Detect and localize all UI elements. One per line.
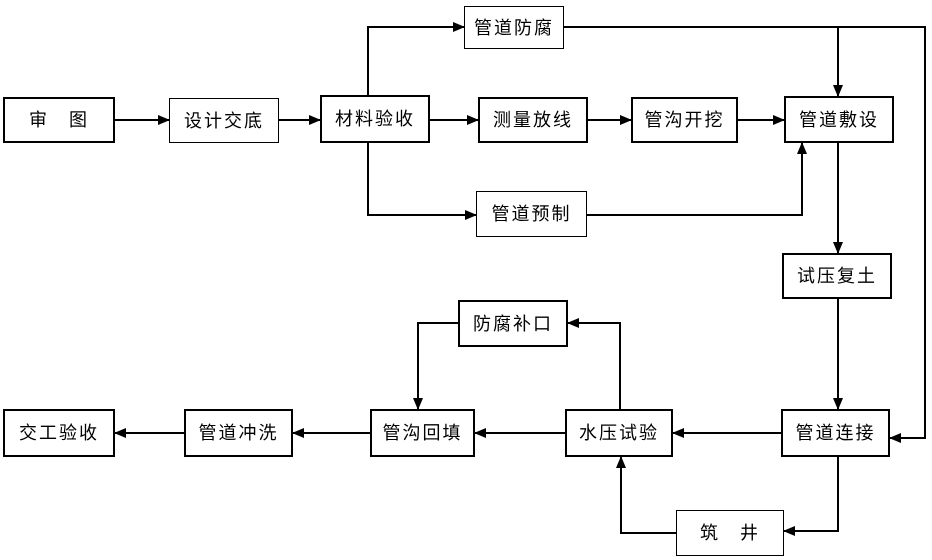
flow-node-guandao-chongxi: 管道冲洗: [184, 409, 293, 457]
flow-node-guangou-huitian-label: 管沟回填: [382, 423, 463, 443]
flow-node-guandao-fushe-label: 管道敷设: [799, 109, 879, 130]
flow-node-cailiao-yanshou: 材料验收: [320, 95, 430, 143]
flow-node-guangou-huitian: 管沟回填: [370, 409, 475, 457]
flow-node-shiya-futu-label: 试压复土: [797, 266, 877, 286]
edge-fangfu-bukou-to-guangou-huitian: [413, 322, 458, 410]
flow-node-shuiya-shiyan-label: 水压试验: [579, 423, 659, 443]
flow-node-jiaogong-yanshou: 交工验收: [3, 409, 115, 457]
flow-node-guangou-kaiwa-label: 管沟开挖: [644, 110, 725, 130]
flow-node-guandao-yuzhi-label: 管道预制: [491, 204, 572, 224]
flow-node-celiang-fangxian: 测量放线: [478, 97, 588, 143]
flow-node-guandao-lianjie: 管道连接: [781, 409, 890, 457]
edge-zhu-jing-to-shuiya-shiyan: [616, 456, 676, 534]
flow-node-guandao-fangfu: 管道防腐: [464, 6, 564, 49]
flow-node-guandao-yuzhi: 管道预制: [476, 191, 587, 237]
edge-cailiao-yanshou-to-guandao-yuzhi: [367, 143, 477, 220]
flow-node-sheji-jiaodi: 设计交底: [169, 98, 279, 143]
flow-node-guandao-fangfu-label: 管道防腐: [474, 17, 554, 38]
flow-node-fangfu-bukou-label: 防腐补口: [473, 313, 553, 334]
flow-node-sheji-jiaodi-label: 设计交底: [184, 110, 264, 131]
flow-node-guangou-kaiwa: 管沟开挖: [631, 97, 738, 143]
flow-node-celiang-fangxian-label: 测量放线: [493, 110, 573, 130]
flow-node-fangfu-bukou: 防腐补口: [458, 300, 568, 347]
flow-node-shen-tu: 审 图: [3, 97, 115, 143]
flow-node-zhu-jing-label: 筑 井: [700, 523, 760, 543]
edge-shuiya-shiyan-to-fangfu-bukou: [567, 318, 621, 409]
edge-guandao-fangfu-to-guandao-lianjie: [564, 26, 926, 443]
edge-cailiao-yanshou-to-guandao-fangfu: [367, 22, 465, 95]
edge-guandao-yuzhi-to-guandao-fushe: [587, 142, 807, 216]
flow-node-shiya-futu: 试压复土: [782, 253, 892, 299]
flow-node-jiaogong-yanshou-label: 交工验收: [19, 423, 99, 443]
flow-node-zhu-jing: 筑 井: [676, 510, 784, 556]
flow-node-shen-tu-label: 审 图: [29, 110, 89, 130]
flow-node-guandao-fushe: 管道敷设: [784, 96, 894, 143]
flow-node-guandao-chongxi-label: 管道冲洗: [198, 423, 279, 443]
flow-node-shuiya-shiyan: 水压试验: [565, 409, 673, 457]
flow-node-guandao-lianjie-label: 管道连接: [795, 423, 876, 443]
flow-node-cailiao-yanshou-label: 材料验收: [335, 109, 415, 129]
edge-guandao-lianjie-to-zhu-jing: [783, 457, 839, 536]
